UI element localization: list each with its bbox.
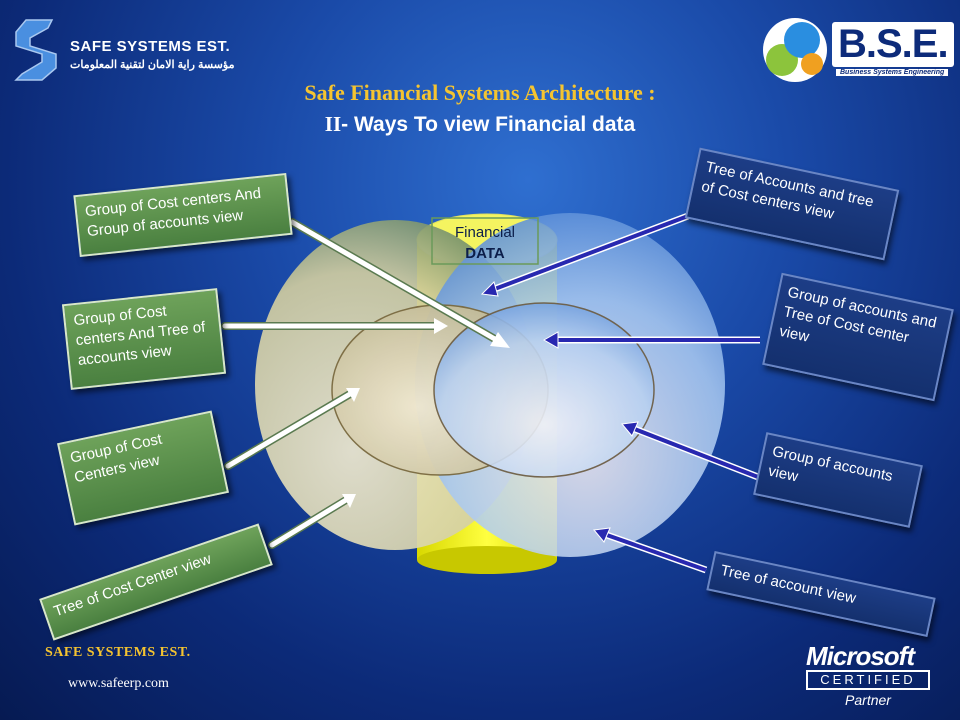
left-label-2: Group of Cost centers And Tree of accoun…	[61, 288, 227, 390]
right-inner-circle	[433, 302, 655, 478]
page-subtitle: II- Ways To view Financial data	[0, 112, 960, 137]
page-title: Safe Financial Systems Architecture :	[304, 80, 656, 105]
subtitle-numeral: II	[324, 112, 342, 136]
arrow-2-left	[221, 318, 448, 334]
safe-systems-logo: SAFE SYSTEMS EST. مؤسسة راية الامان لتقن…	[12, 14, 235, 94]
subtitle-text: - Ways To view Financial data	[341, 113, 636, 136]
left-arrows	[221, 218, 510, 549]
financial-data-line1: Financial	[455, 224, 515, 241]
microsoft-logo: Microsoft	[806, 641, 915, 671]
financial-data-line2: DATA	[465, 245, 505, 262]
bse-brand: B.S.E.	[832, 22, 954, 67]
arrow-3-left	[224, 388, 360, 470]
arrow-1-left	[288, 218, 510, 348]
footer-company: SAFE SYSTEMS EST.	[45, 645, 191, 660]
certified-label: CERTIFIED	[806, 670, 930, 690]
financial-data-box	[431, 217, 539, 265]
partner-label: Partner	[845, 692, 891, 708]
arrow-4-left	[268, 494, 356, 549]
company-logo-name: SAFE SYSTEMS EST.	[70, 38, 231, 55]
safe-systems-s-icon	[14, 19, 57, 81]
company-logo-arabic: مؤسسة راية الامان لتقنية المعلومات	[70, 59, 235, 71]
arrow-3-right	[621, 421, 760, 481]
arrow-2-right	[542, 331, 760, 349]
footer-website: www.safeerp.com	[68, 676, 169, 691]
bse-tagline: Business Systems Engineering	[836, 69, 949, 76]
right-arrows	[480, 212, 760, 574]
arrow-4-right	[593, 527, 708, 574]
arrow-1-right	[480, 212, 690, 297]
bse-logo: B.S.E. Business Systems Engineering	[758, 10, 954, 90]
bse-globe-icon	[763, 18, 827, 82]
